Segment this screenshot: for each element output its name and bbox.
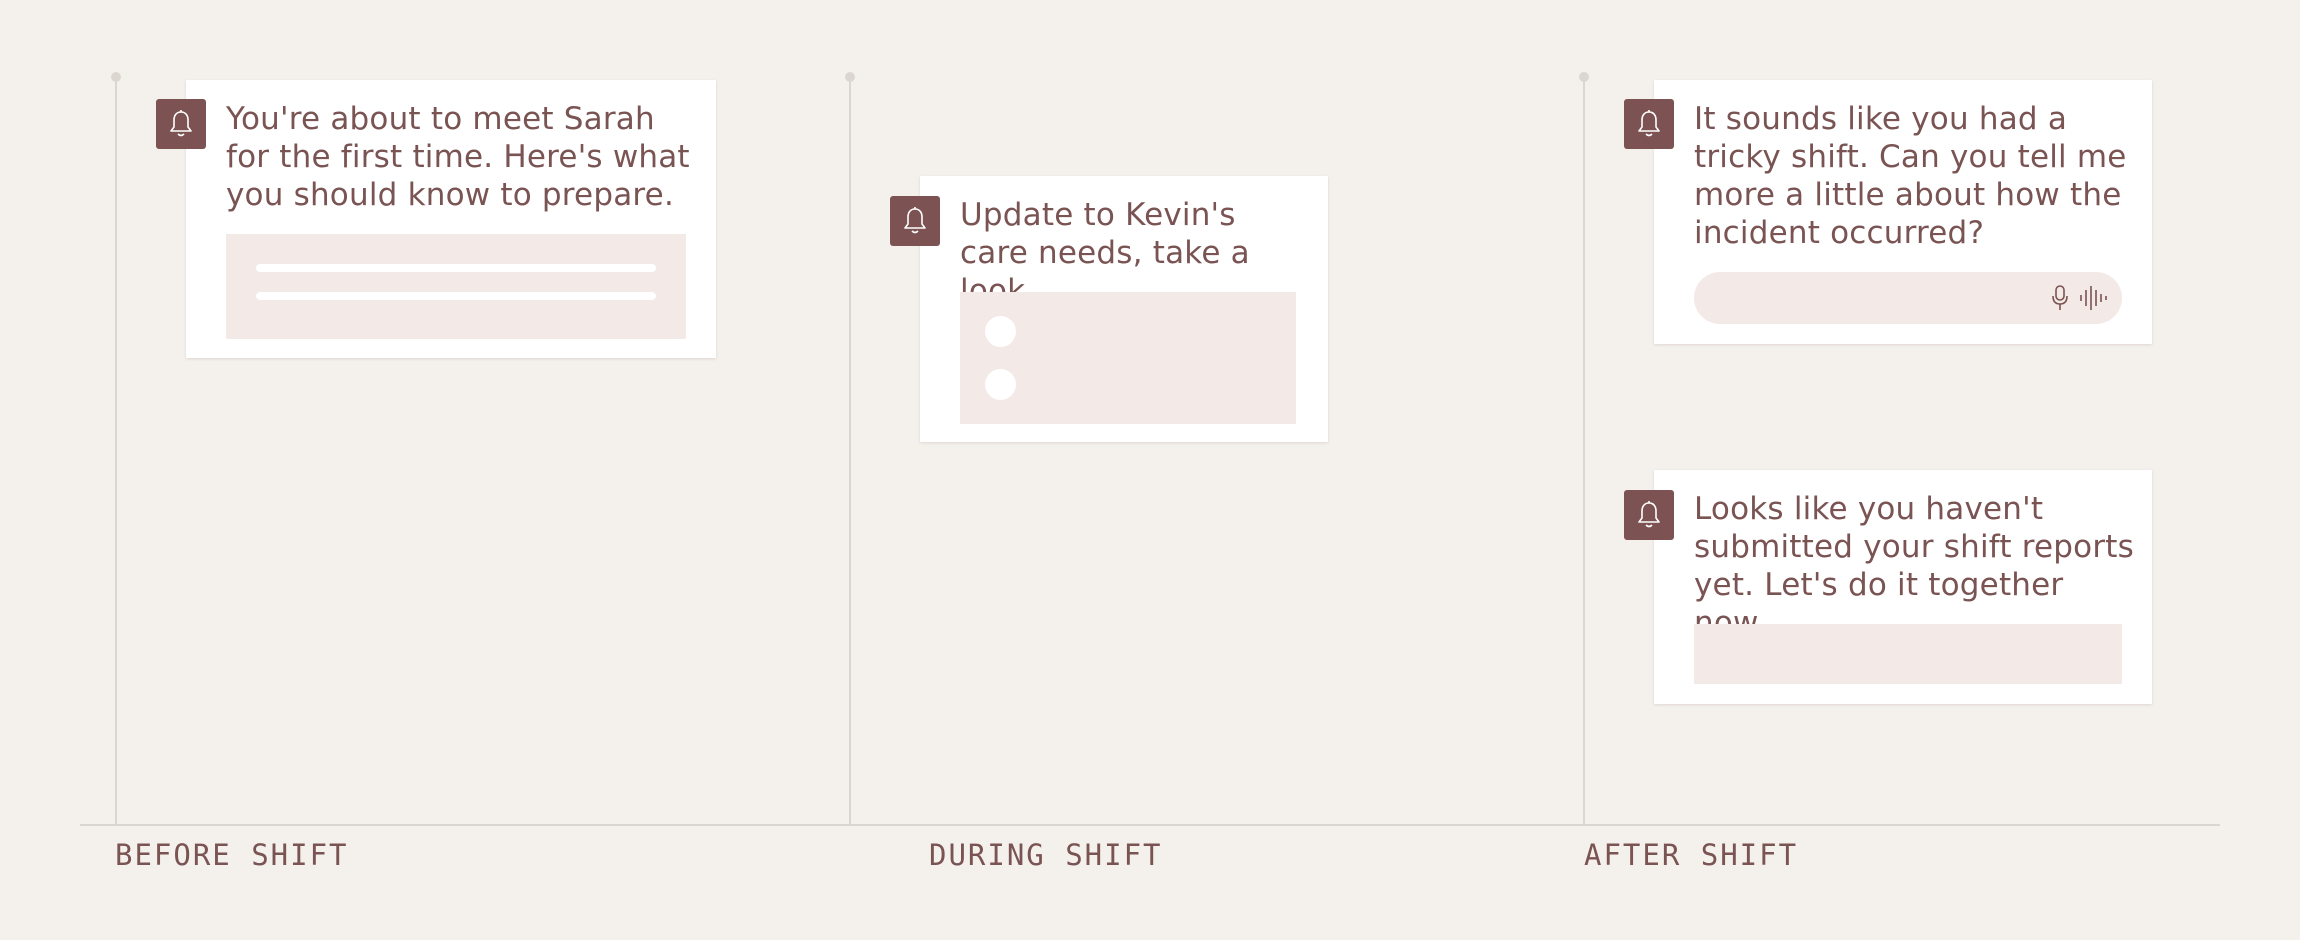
timeline-line-after: [1579, 72, 1589, 826]
microphone-icon[interactable]: [2050, 284, 2070, 316]
content-preview: [226, 234, 686, 339]
list-bullet-placeholder: [985, 316, 1016, 347]
notification-message: It sounds like you had a tricky shift. C…: [1694, 101, 2127, 251]
notification-message: You're about to meet Sarah for the first…: [226, 101, 690, 213]
phase-label-after: AFTER SHIFT: [1584, 838, 1799, 872]
text-line-placeholder: [256, 264, 656, 272]
notification-message: Looks like you haven't submitted your sh…: [1694, 491, 2134, 641]
action-button-placeholder[interactable]: [1694, 624, 2122, 684]
content-preview: [960, 292, 1296, 424]
bell-icon: [156, 99, 206, 149]
phase-label-before: BEFORE SHIFT: [115, 838, 349, 872]
notification-message: Update to Kevin's care needs, take a loo…: [960, 197, 1250, 309]
bell-icon: [1624, 99, 1674, 149]
timeline-baseline: [80, 824, 2220, 826]
timeline-line-before: [111, 72, 121, 826]
bell-icon: [1624, 490, 1674, 540]
phase-label-during: DURING SHIFT: [929, 838, 1163, 872]
text-line-placeholder: [256, 292, 656, 300]
timeline-line-during: [845, 72, 855, 826]
voice-wave-icon[interactable]: [2078, 284, 2108, 316]
reply-input[interactable]: [1694, 272, 2122, 324]
bell-icon: [890, 196, 940, 246]
list-bullet-placeholder: [985, 369, 1016, 400]
